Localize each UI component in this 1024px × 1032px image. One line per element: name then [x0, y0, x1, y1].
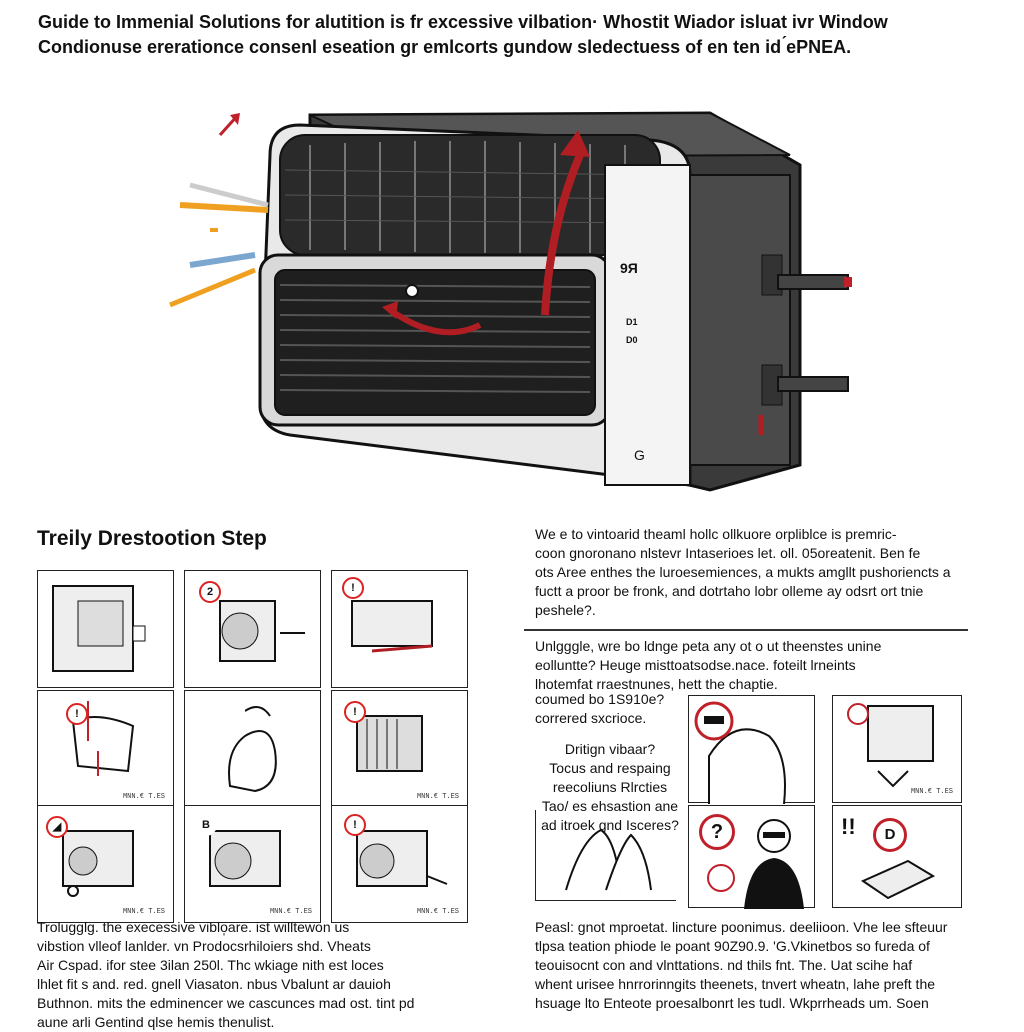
step-panel-4: ! MNN.€ T.ES [37, 690, 174, 808]
bracket-adjust-icon [71, 701, 135, 776]
face-icon [694, 701, 786, 805]
step-panel-7: ◢ MNN.€ T.ES [37, 805, 174, 923]
outdoor-fan-icon [209, 830, 281, 887]
step-panel-8: B MNN.€ T.ES [184, 805, 321, 923]
outdoor-unit-icon [219, 600, 305, 662]
step-panel-6: ! MNN.€ T.ES [331, 690, 468, 808]
step-panel-1 [37, 570, 174, 688]
title-line-1: Guide to Immenial Solutions for alutitio… [38, 12, 888, 32]
step-caption: MNN.€ T.ES [122, 793, 165, 801]
document-title: Guide to Immenial Solutions for alutitio… [38, 10, 1008, 60]
fan-coil-icon [356, 715, 423, 772]
step-panel-2: 2 [184, 570, 321, 688]
outdoor-fan-icon [356, 830, 448, 887]
step-marker: ! [66, 703, 88, 725]
steps-heading: Treily Drestootion Step [37, 527, 267, 550]
compressor-icon [62, 830, 134, 897]
ac-unit-icon [52, 585, 146, 672]
step-marker: 2 [199, 581, 221, 603]
step-marker: ! [344, 814, 366, 836]
ac-unit-illustration: 9Я D1 D0 G [150, 95, 870, 495]
warning-panel: !! D [832, 805, 962, 908]
question-panel: ? [688, 805, 815, 909]
step-marker: B [195, 814, 217, 836]
person-icon [707, 819, 804, 909]
unit-label-c: D0 [626, 335, 638, 345]
hand-tool-icon [228, 706, 277, 793]
step-caption: MNN.€ T.ES [269, 908, 312, 916]
unit-inspect-icon [847, 703, 934, 788]
unit-label-b: D1 [626, 317, 638, 327]
mid-short-text: coumed bo 1S910e? correred sxcrioce. [535, 691, 665, 726]
step-panel-9: ! MNN.€ T.ES [331, 805, 468, 923]
warning-marker: !! [841, 814, 856, 839]
right-footer-text: Peasl: gnot mproetat. lincture poonimus.… [535, 919, 948, 1011]
diagnosis-panel [688, 695, 815, 805]
tool-icon [860, 859, 936, 900]
d-marker: D [873, 818, 907, 852]
step-marker [223, 701, 245, 723]
hands-icon [565, 828, 652, 891]
mid-text: Unlgggle, wre bo ldnge peta any ot o ut … [535, 638, 882, 692]
step-marker: ◢ [46, 816, 68, 838]
step-caption: MNN.€ T.ES [416, 908, 459, 916]
step-panel-3: ! [331, 570, 468, 688]
unit-label-d: G [634, 447, 645, 463]
question-text: Dritign vibaar? Tocus and respaing reeco… [541, 741, 679, 833]
unit-mount-icon [351, 600, 433, 653]
step-marker: ! [342, 577, 364, 599]
inspect-panel: MNN.€ T.ES [832, 695, 962, 803]
hands-illustration [535, 810, 676, 901]
steps-footer-text: Trolugglg. the execessive viblo̩are. ist… [37, 919, 415, 1030]
step-caption: MNN.€ T.ES [122, 908, 165, 916]
step-panel-5 [184, 690, 321, 808]
step-marker: ! [344, 701, 366, 723]
section-divider [524, 629, 968, 631]
step-caption: MNN.€ T.ES [416, 793, 459, 801]
intro-text: We e to vintoarid theaml hollc ollkuore … [535, 526, 951, 618]
question-marker: ? [699, 814, 735, 850]
title-line-2: Condionuse ererationce consenl eseation … [38, 37, 852, 57]
panel-caption: MNN.€ T.ES [910, 788, 953, 796]
unit-label-a: 9Я [620, 260, 638, 276]
